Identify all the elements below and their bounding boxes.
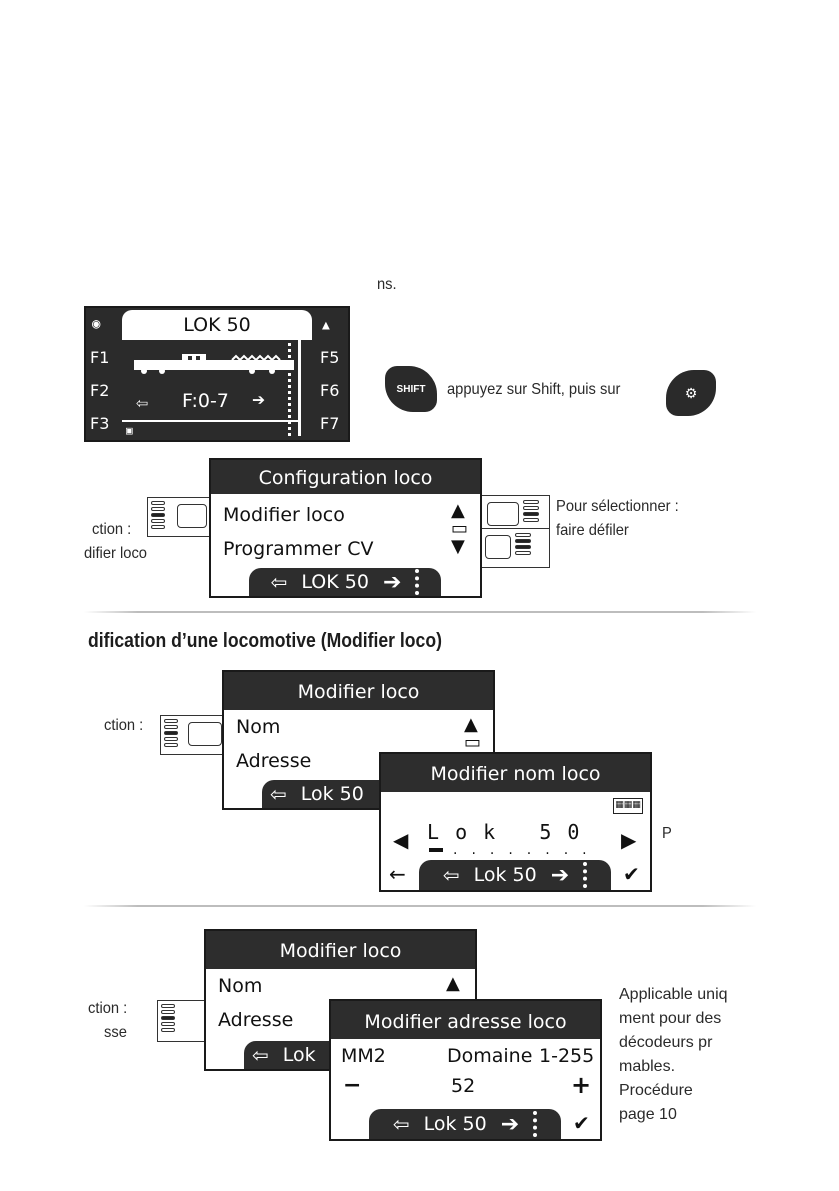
right-note-2: P <box>662 825 672 842</box>
shift-key-icon: SHIFT <box>385 366 437 412</box>
address-screen: Modifier adresse loco MM2 Domaine 1-255 … <box>329 999 602 1141</box>
config-screen: Configuration loco Modifier loco Program… <box>209 458 482 598</box>
address-value[interactable]: 52 <box>451 1075 476 1097</box>
next-arrow-icon: ➔ <box>382 569 402 595</box>
section-heading: dification d’une locomotive (Modifier lo… <box>88 630 442 652</box>
name-input[interactable]: L o k 5 0 <box>427 820 582 844</box>
speed-bar <box>288 314 292 436</box>
function-f6: F6 <box>320 381 340 400</box>
next-arrow-icon: ➔ <box>500 1111 520 1137</box>
prev-arrow-icon: ⇦ <box>136 390 149 414</box>
scroll-indicator-icon: ▲▭ <box>464 714 482 753</box>
lock-icon: ▣ <box>126 424 133 437</box>
name-placeholder-dots: ········ <box>453 846 601 862</box>
name-screen: Modifier nom loco ▦▦▦ ◀ L o k 5 0 ······… <box>379 752 652 892</box>
modify-loco-title-1: Modifier loco <box>297 681 420 703</box>
config-footer: ⇦ LOK 50 ➔ <box>249 568 441 596</box>
config-title: Configuration loco <box>258 467 433 489</box>
right-note-3-line-6: page 10 <box>619 1106 677 1123</box>
modify-item-adresse-2[interactable]: Adresse <box>218 1009 294 1031</box>
domain-label: Domaine <box>447 1045 533 1067</box>
increment-button[interactable]: + <box>571 1071 592 1099</box>
right-note-3-line-4: mables. <box>619 1058 676 1075</box>
prev-arrow-icon: ⇦ <box>392 1112 410 1136</box>
locomotive-icon <box>132 352 298 374</box>
config-item-programmer-cv[interactable]: Programmer CV <box>223 538 374 560</box>
config-item-modifier-loco[interactable]: Modifier loco <box>223 504 345 526</box>
left-note-3-line-2: sse <box>104 1024 127 1041</box>
drive-screen: ◉ F1 F2 F3 LOK 50 ⇦ F:0-7 ➔ ▣ ▲ F5 F6 F7 <box>84 306 350 442</box>
settings-key-icon: ⚙ <box>666 370 716 416</box>
left-note-1-line-2: difier loco <box>84 545 148 562</box>
modify-loco-title-2: Modifier loco <box>279 940 402 962</box>
domain-range: 1-255 <box>539 1045 595 1067</box>
scroll-indicator-icon: ▲▭▼ <box>451 500 469 557</box>
function-f7: F7 <box>320 414 340 433</box>
name-footer-label: Lok 50 <box>473 864 537 886</box>
next-arrow-icon: ➔ <box>252 388 266 413</box>
confirm-check-icon[interactable]: ✔ <box>573 1111 590 1135</box>
left-note-1-line-1: ction : <box>92 521 132 538</box>
section-divider <box>84 611 756 613</box>
text-cursor <box>429 848 443 852</box>
next-arrow-icon: ➔ <box>550 862 570 888</box>
name-screen-title: Modifier nom loco <box>430 763 601 785</box>
decrement-button[interactable]: − <box>343 1073 362 1098</box>
back-arrow-icon[interactable]: ← <box>389 862 406 886</box>
left-note-2: ction : <box>104 717 144 734</box>
function-f5: F5 <box>320 348 340 367</box>
shift-instruction: appuyez sur Shift, puis sur <box>447 381 621 398</box>
prev-arrow-icon: ⇦ <box>270 570 288 594</box>
cursor-right-icon[interactable]: ▶ <box>621 828 637 852</box>
drive-title: LOK 50 <box>122 310 312 340</box>
modify-footer-label-2: Lok <box>282 1044 316 1066</box>
left-note-3-line-1: ction : <box>88 1000 128 1017</box>
address-footer-label: Lok 50 <box>423 1113 487 1135</box>
slider-control-icon-right-2 <box>480 528 550 568</box>
cursor-left-icon[interactable]: ◀ <box>393 828 409 852</box>
modify-item-nom-2[interactable]: Nom <box>218 975 263 997</box>
light-icon: ◉ <box>92 316 101 332</box>
modify-footer-label-1: Lok 50 <box>300 783 364 805</box>
prev-arrow-icon: ⇦ <box>442 863 460 887</box>
name-footer: ⇦ Lok 50 ➔ <box>419 860 611 890</box>
right-note-1-line-2: faire défiler <box>556 522 629 539</box>
slider-control-icon <box>147 497 211 537</box>
right-note-3-line-1: Applicable uniq <box>619 986 728 1003</box>
protocol-label[interactable]: MM2 <box>341 1045 386 1067</box>
function-f1: F1 <box>90 348 110 367</box>
intro-fragment: ns. <box>377 276 397 293</box>
turtle-icon: ▲ <box>322 318 330 333</box>
right-note-1-line-1: Pour sélectionner : <box>556 498 679 515</box>
right-note-3-line-2: ment pour des <box>619 1010 722 1027</box>
confirm-check-icon[interactable]: ✔ <box>623 862 640 886</box>
function-f2: F2 <box>90 381 110 400</box>
right-note-3-line-3: décodeurs pr <box>619 1034 713 1051</box>
prev-arrow-icon: ⇦ <box>252 1043 269 1067</box>
address-screen-title: Modifier adresse loco <box>364 1011 567 1033</box>
function-f3: F3 <box>90 414 110 433</box>
section-divider-2 <box>84 905 756 907</box>
slider-control-icon <box>160 715 224 755</box>
keyboard-icon[interactable]: ▦▦▦ <box>613 798 643 814</box>
modify-item-nom[interactable]: Nom <box>236 716 281 738</box>
address-footer: ⇦ Lok 50 ➔ <box>369 1109 561 1139</box>
prev-arrow-icon: ⇦ <box>270 782 287 806</box>
modify-item-adresse[interactable]: Adresse <box>236 750 312 772</box>
right-note-3-line-5: Procédure <box>619 1082 693 1099</box>
function-range: F:0-7 <box>182 390 229 412</box>
config-footer-label: LOK 50 <box>301 571 369 593</box>
